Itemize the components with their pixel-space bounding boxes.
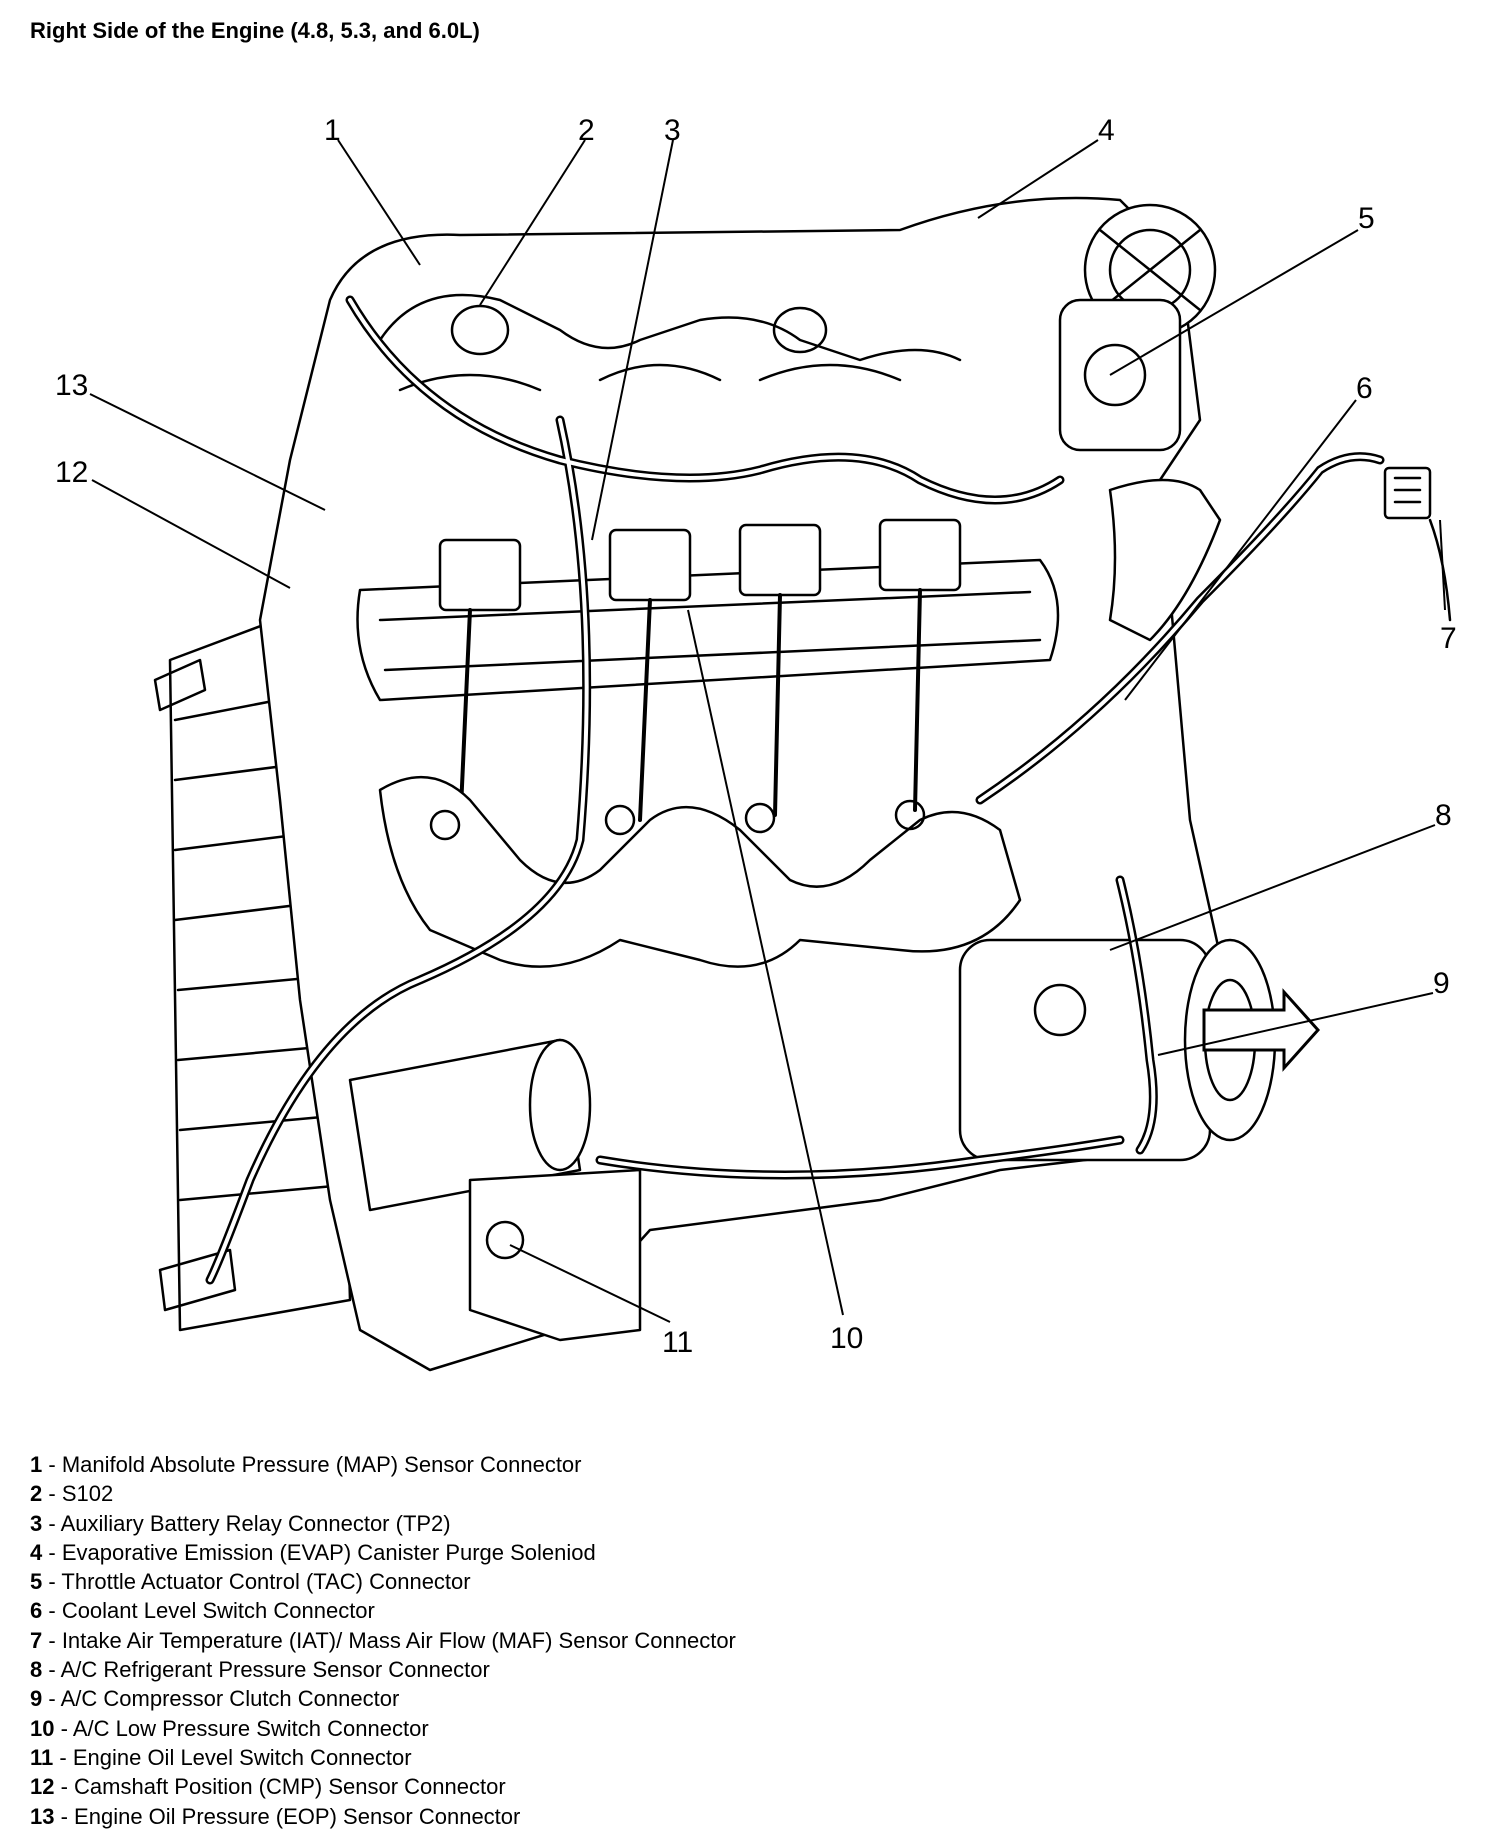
engine-block-illustration [258,196,1277,1372]
legend-text: Engine Oil Pressure (EOP) Sensor Connect… [74,1803,521,1829]
legend-text: Evaporative Emission (EVAP) Canister Pur… [61,1539,596,1565]
legend-number: 13 [30,1803,55,1829]
callout-3: 3 [664,114,681,147]
legend-item: 3 - Auxiliary Battery Relay Connector (T… [30,1510,451,1536]
iat-maf-connector-illustration [1383,466,1452,622]
legend-number: 8 [30,1657,43,1683]
wiring-harness-inner [208,298,1382,1282]
callout-13: 13 [55,369,88,402]
legend-number: 1 [30,1452,43,1477]
leader-lines [89,139,1446,1323]
legend-text: Intake Air Temperature (IAT)/ Mass Air F… [61,1627,736,1653]
legend-number: 10 [30,1715,55,1741]
callout-4: 4 [1098,114,1115,147]
callout-6: 6 [1356,372,1373,405]
legend-text: Manifold Absolute Pressure (MAP) Sensor … [61,1452,582,1477]
callout-2: 2 [578,114,595,147]
legend-item: 8 - A/C Refrigerant Pressure Sensor Conn… [30,1657,490,1683]
legend-text: S102 [61,1481,114,1507]
legend-number: 9 [30,1686,43,1712]
legend-number: 7 [30,1627,43,1653]
legend-text: A/C Compressor Clutch Connector [60,1686,400,1712]
callout-10: 10 [830,1322,863,1355]
legend-item: 10 - A/C Low Pressure Switch Connector [30,1715,429,1741]
legend-text: Engine Oil Level Switch Connector [72,1744,412,1770]
legend-item: 1 - Manifold Absolute Pressure (MAP) Sen… [30,1452,582,1477]
legend-number: 4 [30,1539,43,1565]
engine-diagram: 1 2 3 4 5 6 7 8 9 10 11 12 13 [55,114,1457,1372]
callout-9: 9 [1433,967,1450,1000]
direction-arrow [1202,988,1321,1072]
legend-item: 7 - Intake Air Temperature (IAT)/ Mass A… [30,1627,736,1653]
legend-item: 11 - Engine Oil Level Switch Connector [30,1744,412,1770]
legend-item: 6 - Coolant Level Switch Connector [30,1598,375,1624]
legend-item: 4 - Evaporative Emission (EVAP) Canister… [30,1539,596,1565]
legend-number: 2 [30,1481,43,1507]
legend-text: Coolant Level Switch Connector [61,1598,375,1624]
legend-text: Auxiliary Battery Relay Connector (TP2) [60,1510,451,1536]
legend-text: Throttle Actuator Control (TAC) Connecto… [61,1569,471,1595]
callout-7: 7 [1440,622,1457,655]
legend-item: 12 - Camshaft Position (CMP) Sensor Conn… [30,1774,506,1800]
page-title: Right Side of the Engine (4.8, 5.3, and … [30,18,480,43]
legend-number: 12 [30,1774,55,1800]
legend-number: 11 [30,1744,54,1770]
legend-text: A/C Refrigerant Pressure Sensor Connecto… [60,1657,490,1683]
legend-item: 2 - S102 [30,1481,114,1507]
callout-8: 8 [1435,799,1452,832]
callout-5: 5 [1358,202,1375,235]
legend-text: A/C Low Pressure Switch Connector [72,1715,429,1741]
callout-11: 11 [662,1326,693,1359]
legend-text: Camshaft Position (CMP) Sensor Connector [74,1774,506,1800]
callout-1: 1 [324,114,341,147]
legend-item: 9 - A/C Compressor Clutch Connector [30,1686,400,1712]
legend-number: 5 [30,1569,43,1595]
legend-number: 3 [30,1510,43,1536]
legend-number: 6 [30,1598,43,1624]
legend-item: 5 - Throttle Actuator Control (TAC) Conn… [30,1569,471,1595]
legend-item: 13 - Engine Oil Pressure (EOP) Sensor Co… [30,1803,521,1829]
legend: 1 - Manifold Absolute Pressure (MAP) Sen… [30,1450,736,1831]
callout-12: 12 [55,456,88,489]
